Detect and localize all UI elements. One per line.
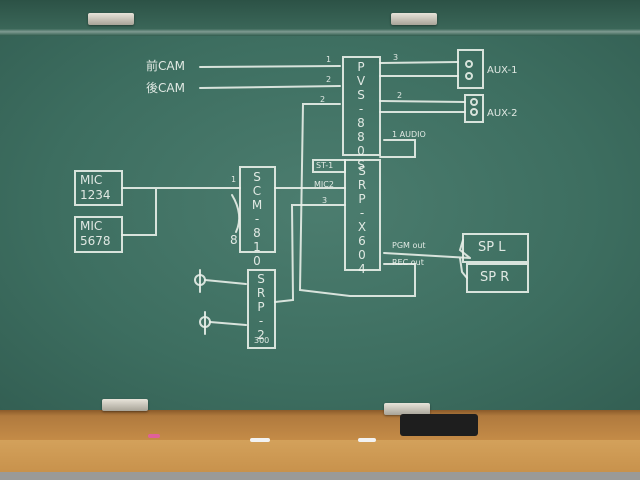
pvs-out-label: 2 bbox=[397, 91, 403, 100]
magnet bbox=[391, 13, 437, 25]
mic-5678-label: MIC bbox=[80, 219, 103, 233]
chalk-tray bbox=[0, 410, 640, 440]
pvs-in-label: 2 bbox=[326, 75, 332, 84]
chalk-pink[interactable] bbox=[148, 434, 160, 438]
chalk-white[interactable] bbox=[358, 438, 376, 442]
aux-2-label: AUX-2 bbox=[487, 108, 518, 119]
pvs-out-label: 3 bbox=[393, 53, 399, 62]
floor bbox=[0, 472, 640, 480]
magnet bbox=[384, 403, 430, 415]
mic-1234-label: MIC bbox=[80, 173, 103, 187]
mic-1234-number: 1234 bbox=[80, 188, 111, 202]
input-3-label: 3 bbox=[322, 196, 328, 205]
rec-out-label: REC out bbox=[392, 258, 424, 267]
mic-5678-number: 5678 bbox=[80, 234, 111, 248]
pvs-in-label: 2 bbox=[320, 95, 326, 104]
front-cam-label: 前CAM bbox=[146, 59, 185, 73]
audio-label: 1 AUDIO bbox=[392, 130, 426, 139]
st-1-label: ST-1 bbox=[316, 161, 334, 170]
scm-first-channel: 1 bbox=[231, 175, 237, 184]
srp-2-sub-label: 300 bbox=[254, 336, 270, 345]
chalk-white[interactable] bbox=[250, 438, 270, 442]
eraser[interactable] bbox=[400, 414, 478, 436]
scm-last-channel: 8 bbox=[230, 233, 238, 247]
aux-1-label: AUX-1 bbox=[487, 65, 518, 76]
scm-810-label: SCM-810 bbox=[250, 170, 264, 268]
wooden-ledge bbox=[0, 440, 640, 472]
pvs-in-label: 1 bbox=[326, 55, 332, 64]
rear-cam-label: 後CAM bbox=[146, 81, 185, 95]
srp-x604-label: SRP-X604 bbox=[355, 164, 369, 276]
magnet bbox=[102, 399, 148, 411]
mic2-label: MIC2 bbox=[314, 180, 334, 189]
speaker-right-label: SP R bbox=[480, 270, 510, 285]
speaker-left-label: SP L bbox=[478, 240, 506, 255]
magnet bbox=[88, 13, 134, 25]
pvs-switcher-label: PVS-880S bbox=[354, 60, 368, 172]
srp-2-label: SRP-2 bbox=[254, 272, 268, 342]
chalkboard bbox=[0, 36, 640, 412]
pgm-out-label: PGM out bbox=[392, 241, 426, 250]
